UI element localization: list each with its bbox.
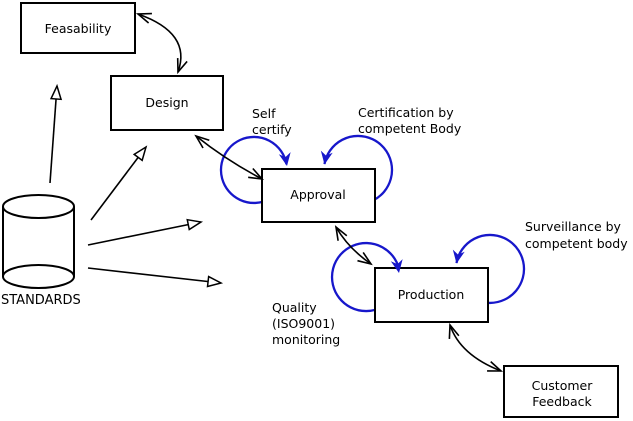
design-box	[110, 75, 224, 131]
approval-label: Approval	[290, 187, 345, 202]
arrow-standards-production	[87, 267, 224, 288]
arrow-design-approval	[194, 134, 264, 181]
customer-feedback-box	[503, 365, 619, 418]
feasability-box	[20, 2, 136, 54]
surveillance-note-line1: Surveillance by	[525, 219, 622, 234]
quality-loop	[330, 241, 401, 313]
arrow-production-customer-feedback	[448, 322, 504, 372]
self-certify-note-line2: certify	[252, 122, 292, 137]
arrow-approval-production	[334, 225, 373, 266]
certification-note-line2: competent Body	[358, 121, 462, 136]
quality-note-line1: Quality	[272, 300, 317, 315]
design-label: Design	[145, 95, 188, 110]
self-certify-loop-arrowhead	[278, 152, 291, 166]
standards-label: STANDARDS	[1, 293, 81, 308]
arrow-standards-approval	[87, 218, 204, 246]
certification-note-line1: Certification by	[358, 105, 454, 120]
self-certify-note-line1: Self	[252, 106, 276, 121]
quality-note-line3: monitoring	[272, 332, 340, 347]
production-label: Production	[398, 287, 465, 302]
arrow-feasability-design	[135, 12, 188, 75]
surveillance-note-line2: competent body	[525, 236, 628, 251]
production-box	[374, 267, 489, 323]
certification-loop-arrowhead	[320, 150, 333, 165]
standards-cylinder	[2, 194, 75, 289]
approval-box	[261, 168, 376, 223]
surveillance-loop-arrowhead	[452, 249, 465, 264]
arrow-standards-feasability	[49, 83, 63, 184]
quality-loop-arrowhead	[390, 259, 403, 273]
customer-feedback-label-line2: Feedback	[532, 394, 592, 409]
feasability-label: Feasability	[45, 21, 112, 36]
customer-feedback-label-line1: Customer	[532, 378, 594, 393]
quality-note-line2: (ISO9001)	[272, 316, 335, 331]
arrow-standards-design	[90, 145, 148, 221]
